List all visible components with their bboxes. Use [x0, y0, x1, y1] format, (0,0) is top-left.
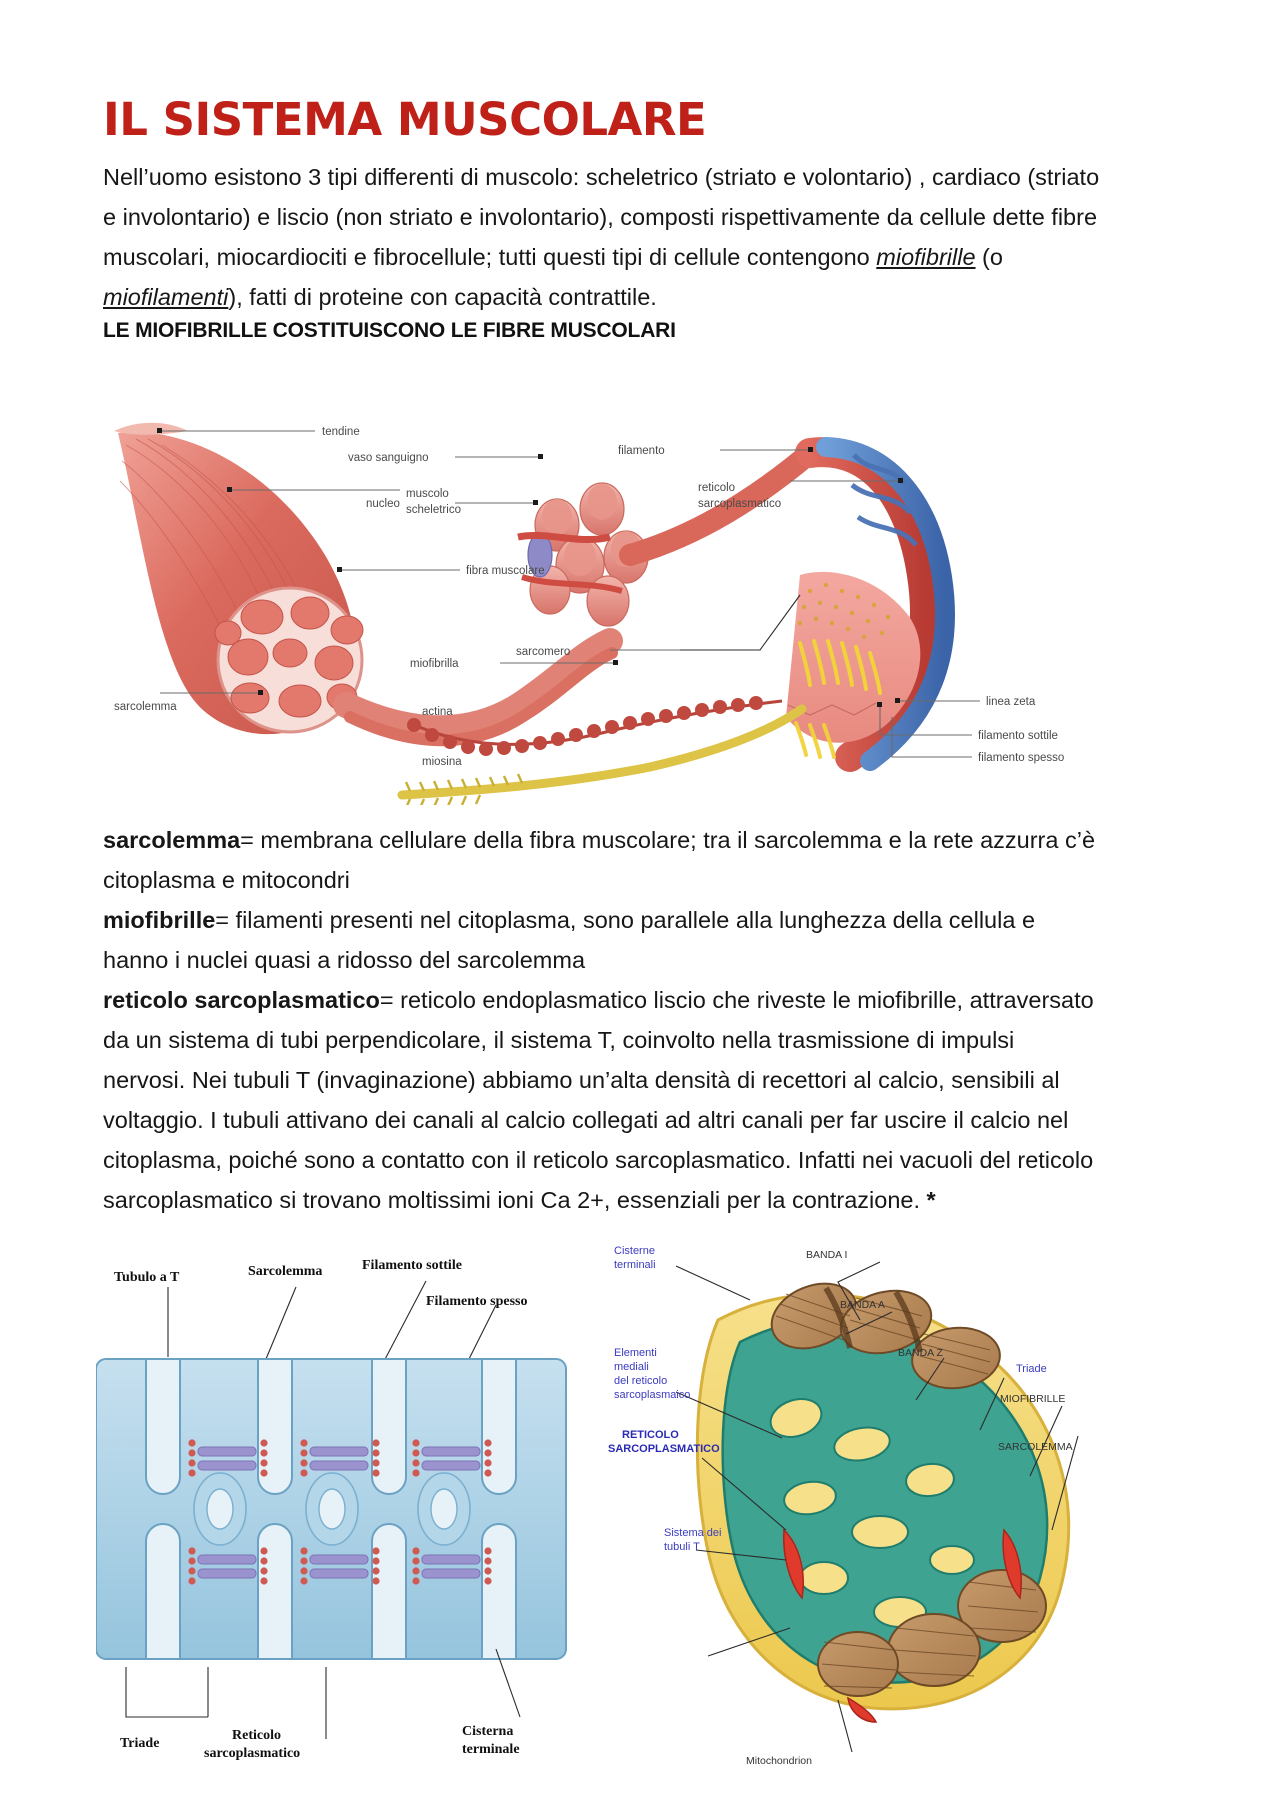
label-cisterne: Cisterne: [614, 1245, 655, 1257]
myofibril-body: [786, 571, 921, 743]
label-sarcoplasmatico-2: sarcoplasmatico: [204, 1746, 300, 1761]
definitions-block: sarcolemma= membrana cellulare della fib…: [103, 820, 1103, 1220]
label-filamento: filamento: [618, 445, 665, 457]
page-title: IL SISTEMA MUSCOLARE: [103, 93, 707, 146]
label-sarcoplasmaico: sarcoplasmaico: [614, 1389, 690, 1401]
document-content: IL SISTEMA MUSCOLARE Nell’uomo esistono …: [103, 96, 1103, 343]
label-filamento-sottile-2: Filamento sottile: [362, 1258, 462, 1273]
label-reticolo-sarcoplasmatico: sarcoplasmatico: [698, 498, 781, 510]
figure2-labels-bottom: Triade Reticolo sarcoplasmatico Cisterna…: [120, 1724, 520, 1761]
label-sarcomero: sarcomero: [516, 646, 570, 658]
thick-filaments-yellow: [798, 639, 882, 695]
label-mediali: mediali: [614, 1361, 649, 1373]
label-cisterne-terminali: terminali: [614, 1259, 656, 1271]
terminal-cisternae-red: [783, 1528, 1022, 1723]
sarcomere-bands: [823, 1286, 923, 1353]
definition-sarcolemma-text: = membrana cellulare della fibra muscola…: [103, 827, 1096, 893]
intro-seg-1: Nell’uomo esistono 3 tipi differenti di …: [103, 164, 1100, 271]
tendon-shape: [114, 422, 188, 435]
figure3-labels: Cisterne terminali Elementi mediali del …: [608, 1245, 1073, 1767]
label-actina: actina: [422, 706, 453, 718]
label-miofibrille-3: MIOFIBRILLE: [1000, 1393, 1065, 1405]
label-linea-zeta: linea zeta: [986, 696, 1036, 708]
label-filamento-sottile: filamento sottile: [978, 730, 1058, 742]
myosin-filament: [397, 704, 807, 805]
label-tubulo-a-t: Tubulo a T: [114, 1270, 180, 1285]
label-elementi: Elementi: [614, 1347, 657, 1359]
label-fibra-muscolare: fibra muscolare: [466, 565, 545, 577]
label-triade: Triade: [120, 1736, 159, 1751]
label-cisterna: Cisterna: [462, 1724, 513, 1739]
myofibril-hatching: [775, 1293, 1039, 1689]
label-cisterna-terminale: terminale: [462, 1742, 520, 1757]
label-nucleo: nucleo: [366, 498, 400, 510]
label-tendine: tendine: [322, 426, 360, 438]
label-banda-a: BANDA A: [840, 1299, 885, 1311]
label-sarcolemma-2: Sarcolemma: [248, 1264, 322, 1279]
intro-seg-3: ), fatti di proteine con capacità contra…: [228, 284, 657, 311]
intro-seg-2: (o: [975, 244, 1003, 271]
label-reticolo-2: Reticolo: [232, 1728, 281, 1743]
label-banda-z: BANDA Z: [898, 1347, 944, 1359]
definition-sarcolemma: sarcolemma= membrana cellulare della fib…: [103, 820, 1103, 900]
myofilaments: [188, 1439, 492, 1585]
label-vaso-sanguigno: vaso sanguigno: [348, 452, 429, 464]
label-tubuli-t: tubuli T: [664, 1541, 700, 1553]
term-miofibrille: miofibrille: [103, 907, 216, 933]
sarcolemma-body: [96, 1358, 567, 1660]
definition-miofibrille-text: = filamenti presenti nel citoplasma, son…: [103, 907, 1036, 973]
label-miofibrilla: miofibrilla: [410, 658, 459, 670]
figure-muscle-structure: tendine muscolo scheletrico fibra muscol…: [110, 405, 1110, 805]
label-filamento-spesso-2: Filamento spesso: [426, 1294, 528, 1309]
label-sistema-dei: Sistema dei: [664, 1527, 721, 1539]
actin-filament: [407, 696, 783, 756]
label-muscolo: muscolo: [406, 488, 449, 500]
figure3-leaders: [675, 1261, 1079, 1753]
label-sarcolemma-3: SARCOLEMMA: [998, 1441, 1073, 1453]
definition-miofibrille: miofibrille= filamenti presenti nel cito…: [103, 900, 1103, 980]
muscle-cross-section: [214, 586, 364, 734]
label-triade-3: Triade: [1016, 1363, 1047, 1375]
label-sarcolemma: sarcolemma: [114, 701, 177, 713]
definition-reticolo: reticolo sarcoplasmatico= reticolo endop…: [103, 980, 1103, 1220]
intro-emph-miofibrille: miofibrille: [876, 244, 976, 271]
label-del-reticolo: del reticolo: [614, 1375, 667, 1387]
label-miosina: miosina: [422, 756, 462, 768]
fiber-bundle: [333, 628, 623, 742]
label-reticolo-3: RETICOLO: [622, 1429, 679, 1441]
label-reticolo: reticolo: [698, 482, 735, 494]
figure1-leaders: [157, 428, 980, 758]
label-sarcoplasmatico-3: SARCOPLASMATICO: [608, 1443, 720, 1455]
vein-blue: [816, 437, 955, 771]
figure-fiber-3d-diagram: Cisterne terminali Elementi mediali del …: [600, 1230, 1160, 1810]
myofibril-cylinders: [770, 1282, 1047, 1697]
definition-reticolo-text: = reticolo endoplasmatico liscio che riv…: [103, 987, 1094, 1213]
term-sarcolemma: sarcolemma: [103, 827, 241, 853]
intro-emph-miofilamenti: miofilamenti: [103, 284, 229, 311]
sarcoplasm-dots: [797, 582, 891, 640]
long-fiber: [619, 442, 821, 566]
figure-triad-diagram: Tubulo a T Sarcolemma Filamento sottile …: [96, 1247, 596, 1807]
section-heading: LE MIOFIBRILLE COSTITUISCONO LE FIBRE MU…: [103, 319, 676, 343]
label-filamento-spesso: filamento spesso: [978, 752, 1064, 764]
intro-paragraph: Nell’uomo esistono 3 tipi differenti di …: [103, 157, 1103, 317]
figure2-labels-top: Tubulo a T Sarcolemma Filamento sottile …: [114, 1258, 528, 1309]
asterisk-marker: *: [926, 1187, 936, 1213]
figure2-leaders-bottom: [125, 1648, 521, 1739]
figure1-label-texts: tendine muscolo scheletrico fibra muscol…: [114, 426, 1064, 768]
blood-vessel-shape: [517, 531, 611, 543]
term-reticolo: reticolo sarcoplasmatico: [103, 987, 380, 1013]
label-banda-i: BANDA I: [806, 1249, 847, 1261]
label-mitochondrion: Mitochondrion: [746, 1755, 812, 1767]
label-scheletrico: scheletrico: [406, 504, 461, 516]
